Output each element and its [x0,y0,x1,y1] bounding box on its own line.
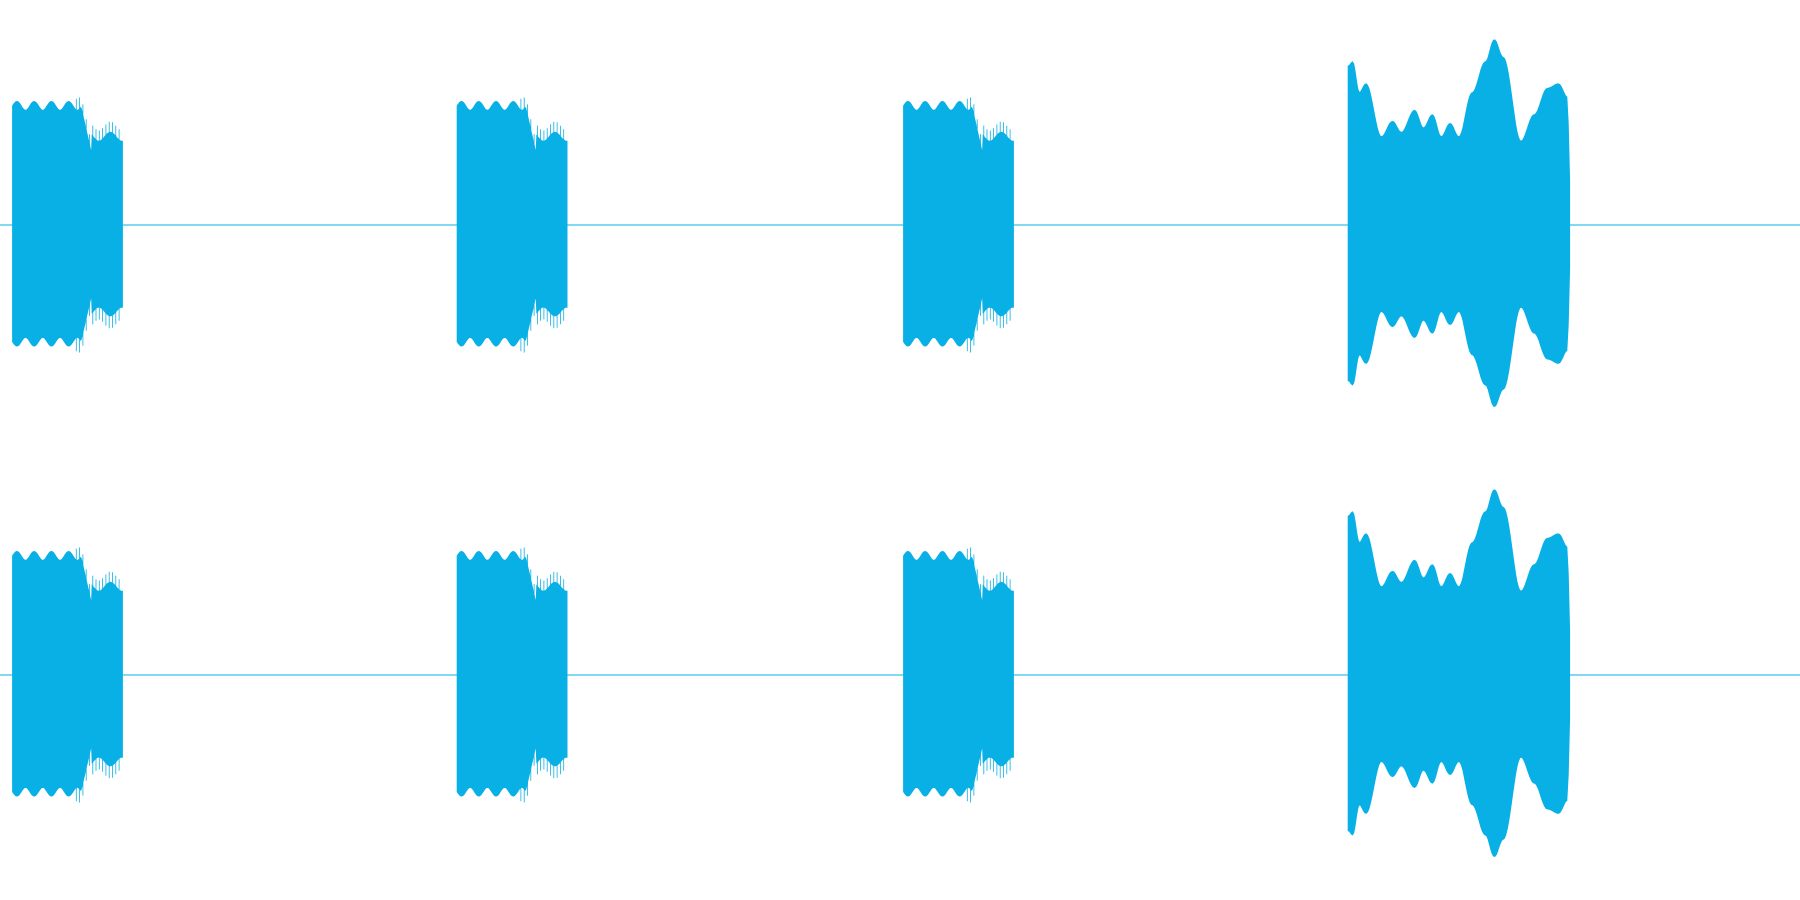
channel-1-segment-1-strands [75,97,120,353]
channel-2-segment-1 [12,550,123,797]
channel-1-segment-2 [456,100,568,347]
channel-2-segment-3-strands [966,547,1011,803]
channel-2-segment-2-strands [520,547,565,803]
channel-2-segment-2 [456,550,568,797]
channel-2-segment-1-strands [75,547,120,803]
channel-1-segment-1 [12,100,123,347]
channel-1-segment-2-strands [520,97,565,353]
channel-1-segment-4 [1347,39,1571,407]
channel-1-segment-3 [903,100,1014,347]
channel-2-segment-3 [903,550,1014,797]
channel-2-segment-4 [1347,489,1571,857]
channel-1-segment-3-strands [966,97,1011,353]
